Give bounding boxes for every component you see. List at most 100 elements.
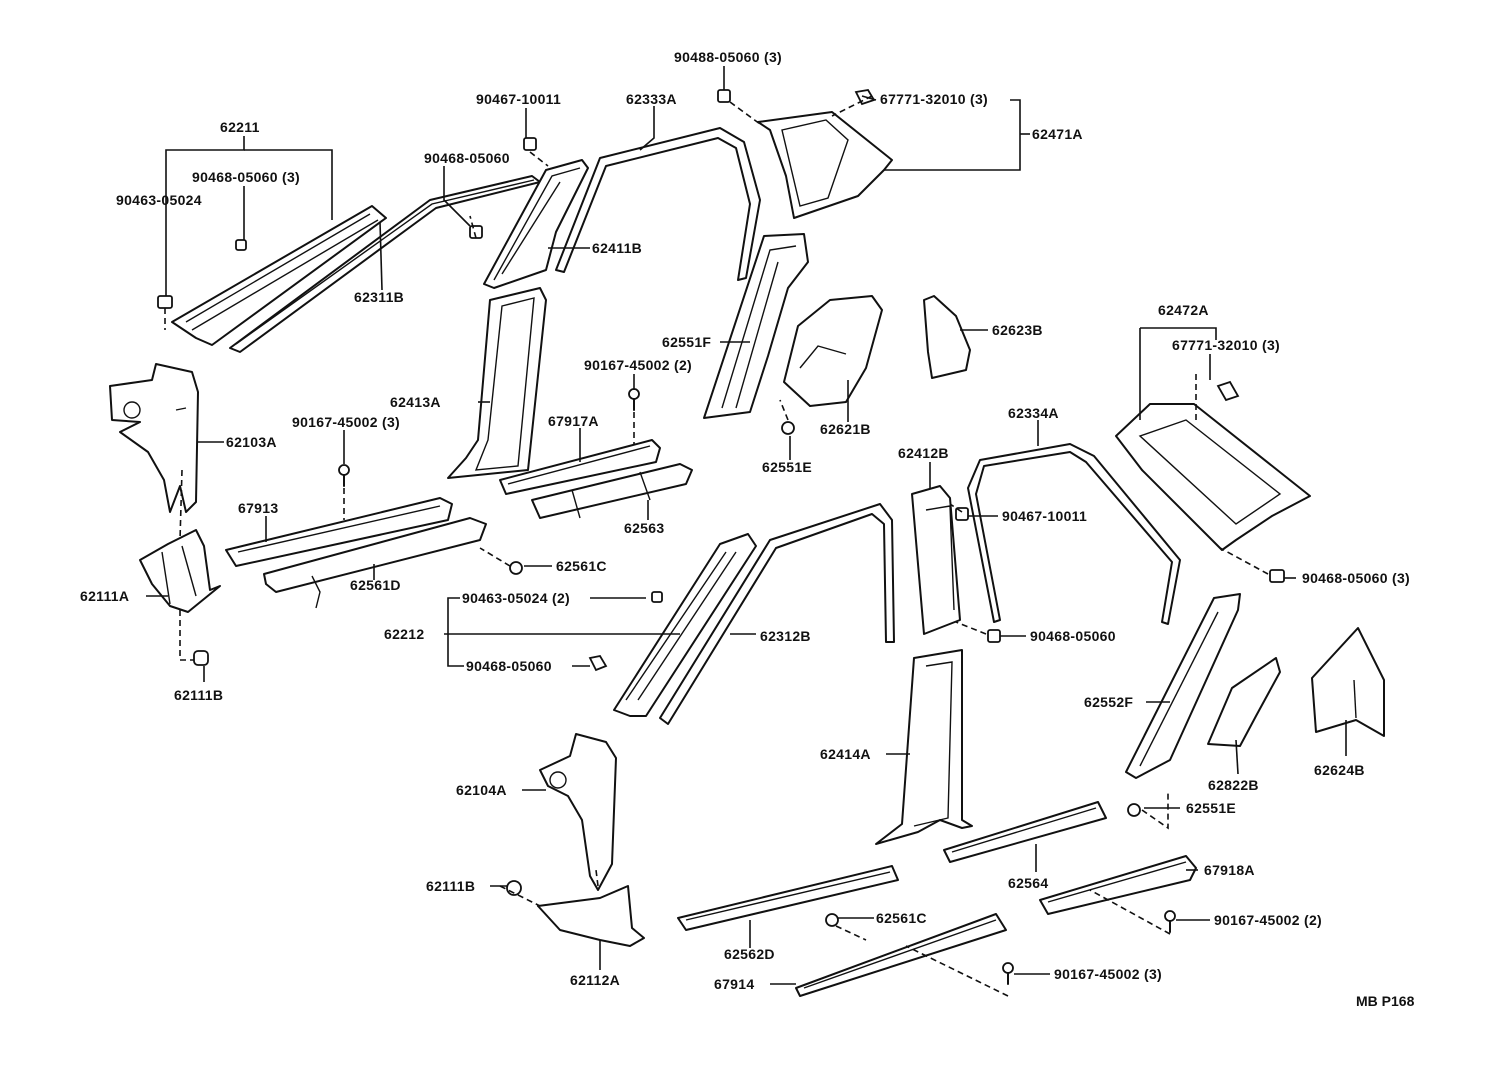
clip-icon [1127,803,1141,817]
clip-icon [717,89,731,103]
callout-67771-32010-3: 67771-32010 (3) [1172,337,1280,353]
callout-62552F: 62552F [1084,694,1133,710]
callout-62333A: 62333A [626,91,677,107]
part-62623B-pad [923,295,971,379]
clip-icon [523,137,537,151]
clip-icon [651,591,663,603]
callout-62312B: 62312B [760,628,811,644]
callout-62111B: 62111B [426,878,475,894]
part-62471A-quarter-trim [757,111,893,219]
callout-62562D: 62562D [724,946,775,962]
callout-90468-05060: 90468-05060 [1030,628,1116,644]
callout-90468-05060-3: 90468-05060 (3) [1302,570,1410,586]
clip-icon [1216,380,1240,402]
callout-62561D: 62561D [350,577,401,593]
callout-62564: 62564 [1008,875,1048,891]
callout-62822B: 62822B [1208,777,1259,793]
part-62212-pillar-trim [613,533,757,717]
callout-62472A: 62472A [1158,302,1209,318]
callout-90463-05024-2: 90463-05024 (2) [462,590,570,606]
part-62564-step-cover [943,801,1107,863]
part-62552F-rear-pillar-trim [1125,593,1241,779]
callout-90468-05060: 90468-05060 [466,658,552,674]
part-62211-front-pillar-garnish [171,205,387,346]
screw-icon [338,464,350,487]
nut-icon [588,654,608,672]
callout-90467-10011: 90467-10011 [476,91,561,107]
part-62551F-rear-pillar-trim [703,233,809,419]
callout-67913: 67913 [238,500,278,516]
leader-lines [146,66,1347,985]
callout-62623B: 62623B [992,322,1043,338]
callout-62412B: 62412B [898,445,949,461]
callout-90468-05060-3: 90468-05060 (3) [192,169,300,185]
callout-62112A: 62112A [570,972,620,988]
part-62624B-pad [1311,627,1385,737]
part-62111B-clip [193,650,209,666]
callout-62561C: 62561C [876,910,927,926]
callout-labels: 90488-05060 (3) 90467-10011 62333A 67771… [80,49,1415,1009]
callout-90467-10011: 90467-10011 [1002,508,1087,524]
callout-90488-05060-3: 90488-05060 (3) [674,49,782,65]
callout-62111B: 62111B [174,687,223,703]
clip-icon [157,295,173,309]
clip-icon [825,913,839,927]
part-62563-step-cover [531,463,693,519]
clip-icon [509,561,523,575]
callout-90167-45002-3: 90167-45002 (3) [1054,966,1162,982]
part-62621B-wheelhouse-cover [783,295,883,407]
callout-62624B: 62624B [1314,762,1365,778]
callout-62212: 62212 [384,626,424,642]
callout-62471A: 62471A [1032,126,1083,142]
callout-90167-45002-2: 90167-45002 (2) [1214,912,1322,928]
callout-62104A: 62104A [456,782,507,798]
clip-icon [987,629,1001,643]
part-62413A-center-pillar [447,287,547,479]
callout-62563: 62563 [624,520,664,536]
part-62112A-side-trim [537,885,645,947]
callout-62311B: 62311B [354,289,404,305]
screw-icon [1002,962,1014,985]
part-62103A-cowl-side-trim [109,363,199,513]
part-62104A-cowl-side-trim [539,733,617,891]
fastener-clips [157,89,1285,927]
part-62822B-wheelhouse-cover [1207,657,1281,747]
part-67913-scuff-plate [225,497,453,567]
callout-62551E: 62551E [1186,800,1236,816]
fastener-screws [338,388,1176,985]
callout-62334A: 62334A [1008,405,1059,421]
screw-icon [1164,910,1176,933]
callout-62103A: 62103A [226,434,277,450]
part-62562D-step-cover [677,865,899,931]
clip-icon [955,507,969,521]
callout-62551F: 62551F [662,334,711,350]
callout-62411B: 62411B [592,240,642,256]
callout-90468-05060: 90468-05060 [424,150,510,166]
clip-icon [1269,569,1285,583]
callout-67914: 67914 [714,976,754,992]
part-62111A-side-trim [139,529,221,613]
callout-67771-32010-3: 67771-32010 (3) [880,91,988,107]
part-62334A-door-weatherstrip [967,443,1181,625]
clip-icon [781,421,795,435]
part-62414A-center-pillar [875,649,973,845]
callout-90463-05024: 90463-05024 [116,192,202,208]
callout-62621B: 62621B [820,421,871,437]
callout-67918A: 67918A [1204,862,1255,878]
callout-67917A: 67917A [548,413,599,429]
callout-90167-45002-2: 90167-45002 (2) [584,357,692,373]
part-67917A-scuff-plate [499,439,661,495]
callout-62551E: 62551E [762,459,812,475]
part-62312B-weatherstrip [659,503,895,725]
callout-62414A: 62414A [820,746,871,762]
part-62333A-door-weatherstrip [555,127,761,281]
screw-icon [628,388,640,411]
part-62472A-back-panel [1115,403,1311,551]
callout-62111A: 62111A [80,588,129,604]
assembly-lines [164,95,1269,997]
part-62561D-step-cover [263,517,487,609]
part-62411B-pillar-trim [483,159,589,289]
callout-62211: 62211 [220,119,260,135]
part-67918A-scuff-plate [1039,855,1197,915]
